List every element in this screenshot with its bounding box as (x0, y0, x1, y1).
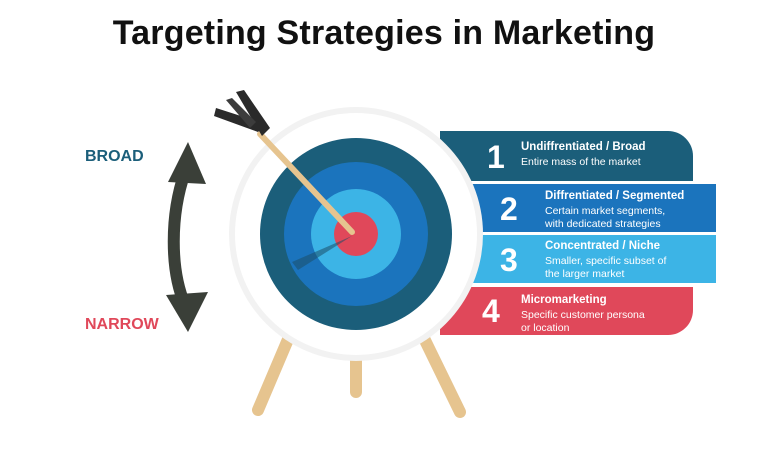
strategy-3-number: 3 (500, 242, 518, 278)
strategy-2-title: Diffrentiated / Segmented (545, 190, 685, 202)
band-3-shape (450, 235, 716, 283)
strategy-2-desc-line-2: with dedicated strategies (545, 218, 661, 230)
strategy-4-number: 4 (482, 293, 500, 329)
strategy-bands (440, 131, 716, 335)
strategy-2-number: 2 (500, 191, 518, 227)
broad-label: BROAD (85, 148, 144, 165)
band-2-shape (450, 184, 716, 232)
strategy-2-desc-line-1: Certain market segments, (545, 205, 666, 217)
band-4-shape (440, 287, 693, 335)
strategy-3-desc-line-1: Smaller, specific subset of (545, 255, 667, 267)
strategy-3: Concentrated / Niche Smaller, specific s… (545, 240, 666, 281)
strategy-1-desc: Entire mass of the market (521, 156, 641, 168)
strategy-3-title: Concentrated / Niche (545, 240, 661, 252)
strategy-4-desc-line-1: Specific customer persona (521, 309, 645, 321)
scale-arrow (166, 142, 208, 332)
narrow-label: NARROW (85, 316, 159, 333)
strategy-1-number: 1 (487, 139, 505, 175)
strategy-3-desc-line-2: the larger market (545, 268, 625, 280)
strategy-1: Undiffrentiated / Broad Entire mass of t… (521, 141, 646, 169)
strategy-2: Diffrentiated / Segmented Certain market… (545, 190, 684, 231)
strategy-4-title: Micromarketing (521, 294, 607, 306)
arrow (214, 90, 355, 235)
band-1-shape (440, 131, 693, 181)
strategy-4: Micromarketing Specific customer persona… (521, 294, 645, 335)
strategy-1-title: Undiffrentiated / Broad (521, 141, 646, 153)
strategy-4-desc-line-2: or location (521, 322, 570, 334)
page-title: Targeting Strategies in Marketing (112, 14, 656, 52)
